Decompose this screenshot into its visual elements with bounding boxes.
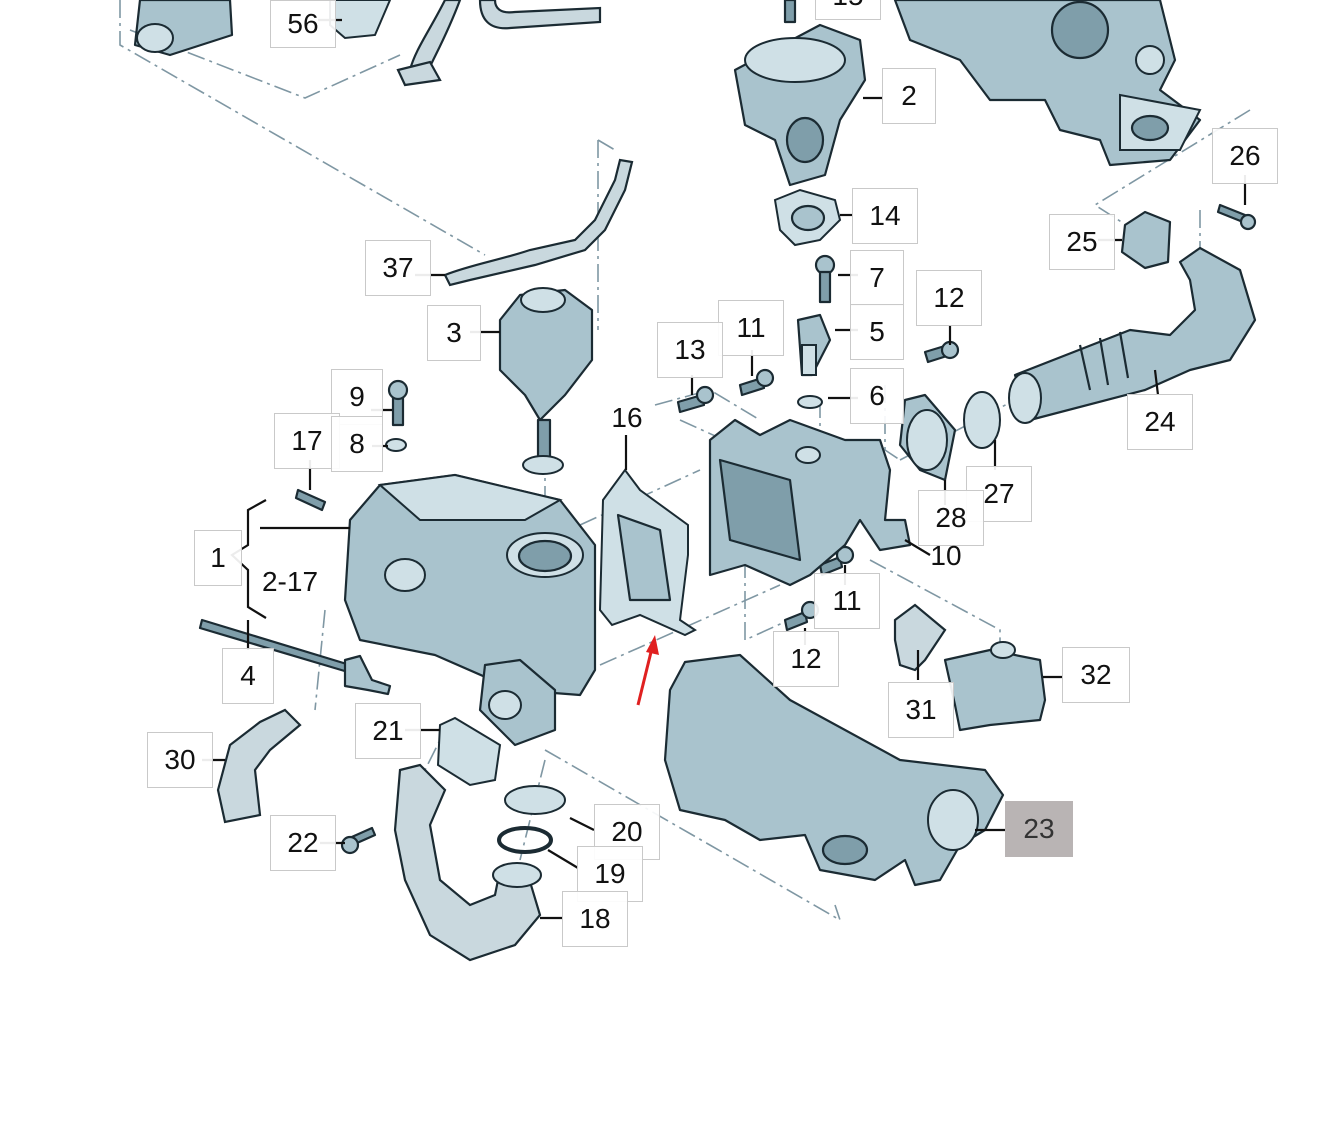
- seal-ring-19: [497, 826, 553, 854]
- callout-26[interactable]: 26: [1212, 128, 1278, 184]
- callout-28[interactable]: 28: [918, 490, 984, 546]
- top-left-parts: [133, 0, 602, 87]
- callout-24[interactable]: 24: [1127, 394, 1193, 450]
- callout-8[interactable]: 8: [331, 416, 383, 472]
- callout-10[interactable]: 10: [930, 540, 962, 571]
- turbocharger-housing: [893, 0, 1202, 167]
- egr-cooler-1: [343, 473, 597, 747]
- callout-6[interactable]: 6: [850, 368, 904, 424]
- gasket-14-hole: [790, 204, 826, 232]
- bolt-26: [1216, 203, 1257, 231]
- sensor-stack: [796, 254, 836, 409]
- callout-21[interactable]: 21: [355, 703, 421, 759]
- callout-3[interactable]: 3: [427, 305, 481, 361]
- callout-11-top[interactable]: 11: [718, 300, 784, 356]
- callout-top-partial[interactable]: 15: [815, 0, 881, 20]
- callout-7[interactable]: 7: [850, 250, 904, 306]
- egr-pipe-18: [393, 763, 542, 962]
- callout-23-highlighted[interactable]: 23: [1005, 801, 1073, 857]
- callout-56[interactable]: 56: [270, 0, 336, 48]
- egr-valve-actuator: [733, 0, 867, 187]
- callout-14[interactable]: 14: [852, 188, 918, 244]
- egr-pipe-24: [1008, 246, 1257, 424]
- coolant-hose-31: [893, 603, 947, 672]
- gasket-21: [436, 716, 502, 787]
- callout-1[interactable]: 1: [194, 530, 242, 586]
- callout-13[interactable]: 13: [657, 322, 723, 378]
- valve-housing-10: [708, 418, 912, 587]
- callout-4[interactable]: 4: [222, 648, 274, 704]
- temp-sensor-4: [198, 618, 392, 696]
- callout-32[interactable]: 32: [1062, 647, 1130, 703]
- callout-5[interactable]: 5: [850, 304, 904, 360]
- callout-25[interactable]: 25: [1049, 214, 1115, 270]
- gasket-16-window: [616, 513, 672, 602]
- callout-11-bottom[interactable]: 11: [814, 573, 880, 629]
- vacuum-actuator-3: [498, 287, 594, 475]
- red-arrow-icon: [636, 635, 659, 706]
- callout-22[interactable]: 22: [270, 815, 336, 871]
- clamps-27-28: [898, 391, 1001, 482]
- coolant-flange-32: [943, 641, 1047, 732]
- callout-16[interactable]: 16: [611, 402, 643, 433]
- callout-17[interactable]: 17: [274, 413, 340, 469]
- gasket-25: [1120, 210, 1172, 270]
- callout-12-top[interactable]: 12: [916, 270, 982, 326]
- callout-2-17[interactable]: 2-17: [261, 566, 319, 597]
- clamp-20: [504, 785, 566, 815]
- coolant-hose-30: [216, 708, 302, 824]
- callout-37[interactable]: 37: [365, 240, 431, 296]
- pressure-line-37: [443, 158, 634, 287]
- callout-12-bottom[interactable]: 12: [773, 631, 839, 687]
- intake-pipe-23: [663, 653, 1005, 887]
- callout-18[interactable]: 18: [562, 891, 628, 947]
- callout-30[interactable]: 30: [147, 732, 213, 788]
- callout-2[interactable]: 2: [882, 68, 936, 124]
- callout-31[interactable]: 31: [888, 682, 954, 738]
